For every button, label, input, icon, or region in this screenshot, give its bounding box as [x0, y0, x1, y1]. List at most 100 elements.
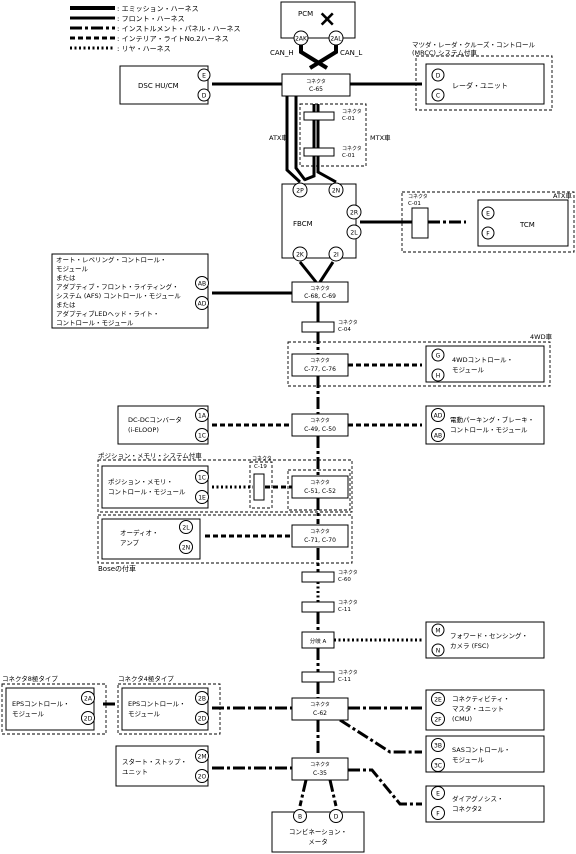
- fbcm-pin-2r-label: 2R: [350, 210, 358, 217]
- cmu-label-2: マスタ・ユニット: [452, 704, 504, 713]
- legend: : エミッション・ハーネス : フロント・ハーネス : インストルメント・パネル…: [70, 5, 240, 53]
- connector-c49-id: C-49, C-50: [304, 426, 336, 433]
- eps4-pin-2d-label: 2D: [198, 716, 207, 723]
- wire-dlc: [348, 768, 422, 806]
- connector-c60-box: [301, 571, 335, 583]
- c01-upper: [303, 111, 335, 121]
- aux-line-5: システム (AFS) コントロール・モジュール: [56, 292, 181, 300]
- connector-c62-id: C-62: [313, 710, 327, 717]
- connector-c65: コネクタ C-65: [281, 73, 351, 97]
- cmu-module: コネクティビティ・ マスタ・ユニット (CMU) 2E 2F: [425, 689, 545, 731]
- connector-c35-id: C-35: [313, 770, 327, 777]
- dsc-box: [119, 65, 209, 105]
- connector-c60-word: コネクタ: [338, 569, 358, 576]
- connector-c77-id: C-77, C-76: [304, 366, 336, 373]
- fbcm-pin-2i-label: 2I: [333, 252, 339, 259]
- fbcm-pin-2l-label: 2L: [350, 230, 358, 237]
- dlc-label-1: ダイアグノシス・: [452, 794, 504, 803]
- connector-c35-word: コネクタ: [310, 761, 330, 768]
- cmu-box: [425, 689, 545, 731]
- connector-c11b-word: コネクタ: [338, 669, 358, 676]
- pm-pin-1e: [195, 490, 209, 504]
- connector-c04-id: C-04: [338, 327, 351, 333]
- cmu-pin-2e: [431, 692, 445, 706]
- connector-c65-id: C-65: [309, 86, 323, 93]
- epb-box: [425, 405, 545, 445]
- sas-label-2: モジュール: [452, 756, 485, 764]
- meter-label-2: メータ: [308, 837, 328, 846]
- wd-group: 4WD車 コネクタ C-77, C-76 4WDコントロール・ モジュール G …: [287, 332, 553, 387]
- aux-pin-ab-label: AB: [198, 281, 206, 288]
- fbcm-pin-2n: [328, 182, 344, 198]
- meter-pin-d: [329, 809, 343, 823]
- eps8-pin-2d: [81, 711, 95, 725]
- wire-trunk-atx-left: [285, 96, 302, 184]
- wire-fbcm-c68-a: [298, 261, 318, 283]
- radar-box: [425, 63, 545, 105]
- pm-box: [101, 465, 209, 509]
- connector-c77-box: [291, 353, 349, 377]
- aux-line-7: アダプティブLEDヘッド・ライト・: [56, 309, 159, 318]
- dsc-pin-e-label: E: [202, 73, 206, 80]
- radar-group-frame: [415, 55, 553, 111]
- sas-box: [425, 735, 545, 773]
- fsc-pin-n: [431, 643, 445, 657]
- epb-pin-ab: [431, 428, 445, 442]
- dsc-pin-e: [197, 68, 211, 82]
- connector-c11a-word: コネクタ: [338, 599, 358, 606]
- sas-pin-3c-label: 3C: [434, 763, 442, 770]
- meter-box: [271, 811, 365, 853]
- epb-pin-ab-label: AB: [434, 433, 442, 440]
- ss-pin-2o-label: 2O: [198, 774, 207, 781]
- tcm-box: [477, 199, 569, 247]
- dcdc-label-1: DC-DCコンバータ: [128, 415, 182, 424]
- tcm-pin-f-label: F: [486, 231, 490, 238]
- bose-label: Boseの付車: [98, 564, 136, 573]
- tcm-c01-word: コネクタ: [408, 193, 428, 200]
- c01-lower-word: コネクタ: [342, 145, 362, 152]
- meter-pin-b-label: B: [298, 814, 302, 821]
- connector-c65-word: コネクタ: [306, 78, 326, 85]
- eps8-frame: [1, 683, 107, 735]
- pcm-pin-2ak: [293, 30, 309, 46]
- audio-pin-2l-label: 2L: [182, 525, 190, 532]
- connector-c04-word: コネクタ: [338, 319, 358, 326]
- wd-group-frame: [287, 341, 551, 387]
- connector-c49-word: コネクタ: [310, 417, 330, 424]
- connector-c11-upper: コネクタ C-11: [301, 599, 358, 613]
- cmu-pin-2f: [431, 712, 445, 726]
- wd-pin-g: [431, 348, 445, 362]
- audio-pin-2n: [179, 540, 193, 554]
- eps4-label-2: モジュール: [128, 710, 161, 718]
- epb-pin-ad: [431, 408, 445, 422]
- connector-c11b-id: C-11: [338, 677, 351, 683]
- connector-c62-word: コネクタ: [310, 701, 330, 708]
- audio-group-frame: [97, 514, 353, 564]
- wd-group-label: 4WD車: [530, 332, 553, 341]
- dsc-pin-d-label: D: [202, 93, 207, 100]
- pm-label-2: コントロール・モジュール: [108, 488, 186, 496]
- pcm-pin-2ak-label: 2AK: [295, 36, 308, 43]
- wire-meter-b: [298, 779, 308, 807]
- sas-module: SASコントロール・ モジュール 3B 3C: [425, 735, 545, 773]
- connector-c60-id: C-60: [338, 577, 351, 583]
- dcdc-pin-1c: [195, 428, 209, 442]
- sas-pin-3b: [431, 738, 445, 752]
- legend-label-rear: : リヤ・ハーネス: [117, 45, 171, 53]
- wd-pin-h-label: H: [436, 373, 441, 380]
- mtx-frame: [299, 103, 367, 167]
- wd-pin-g-label: G: [436, 353, 441, 360]
- eps8-label-2: モジュール: [12, 710, 45, 718]
- sas-label-1: SASコントロール・: [452, 746, 510, 754]
- wire-meter-d: [328, 779, 338, 807]
- c01-upper-word: コネクタ: [342, 108, 362, 115]
- atx-label-2: ATX車: [553, 191, 572, 200]
- dlc-pin-f: [431, 806, 445, 820]
- pm-pin-1c-label: 1C: [198, 475, 206, 482]
- connector-c19-id: C-19: [254, 464, 267, 470]
- connector-c68-word: コネクタ: [310, 285, 330, 292]
- eps4-group-label: コネクタ4極タイプ: [118, 674, 174, 683]
- ss-label-1: スタート・ストップ・: [122, 757, 187, 766]
- meter-module: コンビネーション・ メータ B D: [271, 809, 365, 853]
- pcm-pin-2al: [328, 30, 344, 46]
